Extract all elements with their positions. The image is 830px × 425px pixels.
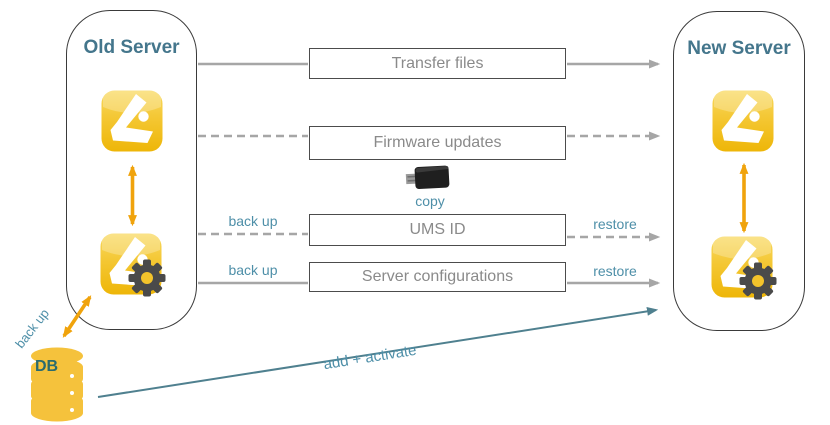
copy-label: copy (415, 193, 445, 209)
restore-label-config: restore (593, 263, 637, 279)
db-backup-label: back up (12, 305, 53, 351)
igel-ums-gear-icon (711, 236, 777, 300)
step-firmware-updates: Firmware updates (309, 126, 566, 160)
old-server-title: Old Server (83, 37, 180, 58)
igel-ums-gear-icon (100, 233, 166, 297)
igel-ums-app-icon (101, 90, 163, 152)
step-transfer-files-label: Transfer files (391, 54, 484, 72)
db-label: DB (35, 358, 58, 375)
gear-icon (739, 262, 777, 300)
step-ums-id: UMS ID (309, 214, 566, 246)
database-icon: DB (31, 347, 83, 422)
add-activate-label: add + activate (322, 341, 418, 374)
step-firmware-updates-label: Firmware updates (373, 134, 502, 151)
gear-icon (128, 259, 166, 297)
step-server-configurations-label: Server configurations (361, 268, 514, 285)
igel-ums-app-icon (712, 90, 774, 152)
step-server-configurations: Server configurations (309, 262, 566, 292)
backup-label-ums: back up (228, 213, 278, 229)
restore-label-ums: restore (593, 216, 637, 232)
new-server-title: New Server (687, 38, 791, 59)
step-transfer-files: Transfer files (309, 48, 566, 79)
usb-stick-icon (405, 165, 450, 189)
step-ums-id-label: UMS ID (409, 221, 466, 238)
backup-label-config: back up (228, 262, 278, 278)
